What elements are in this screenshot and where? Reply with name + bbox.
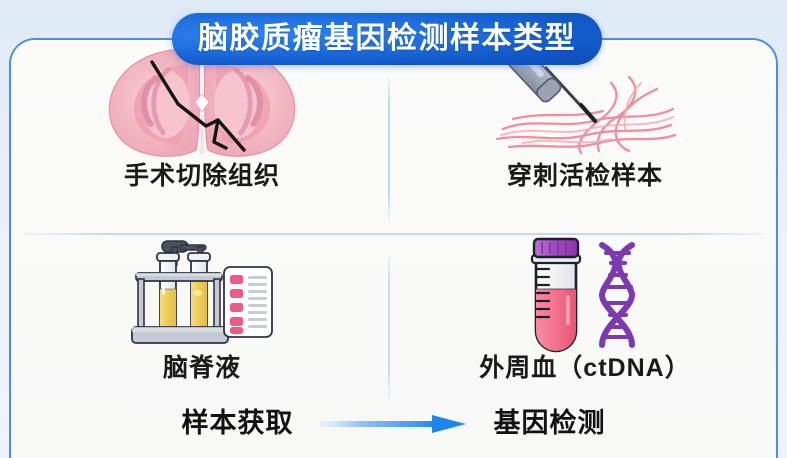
sample-type-grid: 手术切除组织 xyxy=(11,42,776,397)
test-tube-rack-icon xyxy=(11,234,393,356)
vertical-divider-top xyxy=(388,74,390,224)
sample-type-card-peripheral-blood-ctdna: 外周血（ctDNA） xyxy=(394,234,776,411)
title-banner: 脑胶质瘤基因检测样本类型 xyxy=(172,13,602,65)
vertical-divider-bottom xyxy=(388,252,390,402)
sample-type-label: 外周血（ctDNA） xyxy=(479,354,691,382)
horizontal-divider xyxy=(24,233,764,235)
page-title: 脑胶质瘤基因检测样本类型 xyxy=(198,22,576,55)
sample-type-card-needle-biopsy: 穿刺活检样本 xyxy=(394,42,776,219)
process-flow-row: 样本获取 基因检测 xyxy=(0,404,787,443)
right-arrow-icon xyxy=(319,413,468,435)
blood-tube-dna-icon xyxy=(394,234,776,356)
sample-type-card-surgical-resection: 手术切除组织 xyxy=(11,42,393,219)
sample-type-label: 手术切除组织 xyxy=(123,162,280,190)
flow-step-gene-testing: 基因检测 xyxy=(493,408,606,438)
flow-step-sample-acquisition: 样本获取 xyxy=(181,408,294,438)
sample-type-label: 穿刺活检样本 xyxy=(506,162,663,190)
sample-type-card-cerebrospinal-fluid: 脑脊液 xyxy=(11,234,393,411)
sample-type-label: 脑脊液 xyxy=(162,354,241,382)
